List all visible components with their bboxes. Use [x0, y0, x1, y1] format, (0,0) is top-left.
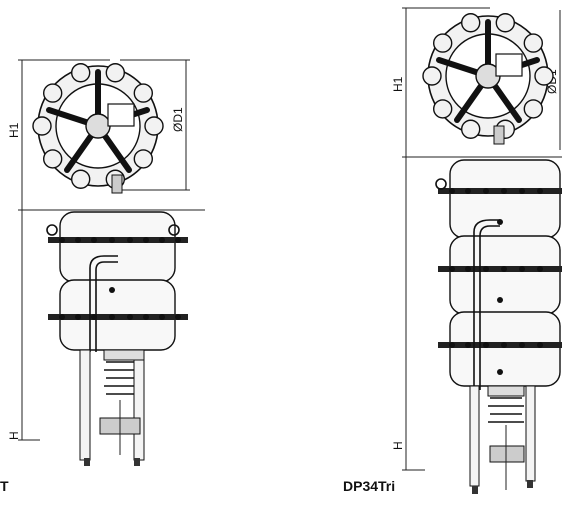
handwheel-rim-lobe: [422, 66, 442, 86]
handwheel-rim-lobe: [432, 99, 453, 119]
left-actuator: H1 H ØD1: [7, 59, 205, 466]
handwheel-rim-lobe: [144, 116, 164, 136]
left-cylinders: [46, 211, 188, 352]
handwheel-rim-lobe: [70, 63, 91, 83]
handwheel-rim-lobe: [534, 66, 554, 86]
left-dimension-lines: [18, 59, 205, 441]
right-handwheel: [422, 13, 554, 145]
left-dim-h1: H1: [7, 122, 21, 138]
handwheel-rim-lobe: [42, 83, 63, 103]
right-dim-h1: H1: [391, 76, 405, 92]
handwheel-rim-lobe: [32, 116, 52, 136]
handwheel-rim-lobe: [460, 13, 481, 33]
handwheel-rim-lobe: [105, 63, 126, 83]
handwheel-rim-lobe: [70, 169, 91, 189]
handwheel-rim-lobe: [432, 33, 453, 53]
right-actuator: H1 H ØD1: [391, 7, 562, 494]
handwheel-rim-lobe: [133, 149, 154, 169]
handwheel-rim-lobe: [42, 149, 63, 169]
handwheel-rim-lobe: [523, 99, 544, 119]
left-dim-h: H: [7, 431, 21, 440]
right-yoke: [469, 385, 536, 494]
handwheel-rim-lobe: [523, 33, 544, 53]
handwheel-rim-lobe: [133, 83, 154, 103]
left-dim-d1: ØD1: [171, 107, 185, 132]
left-yoke: [79, 349, 145, 466]
right-dim-h: H: [391, 441, 405, 450]
left-handwheel: [32, 63, 164, 194]
handwheel-rim-lobe: [460, 119, 481, 139]
left-unit-caption: T: [0, 478, 9, 494]
handwheel-rim-lobe: [495, 13, 516, 33]
right-cylinders: [435, 159, 562, 390]
right-unit-caption: DP34Tri: [343, 478, 396, 494]
right-dimension-lines: [402, 7, 562, 471]
